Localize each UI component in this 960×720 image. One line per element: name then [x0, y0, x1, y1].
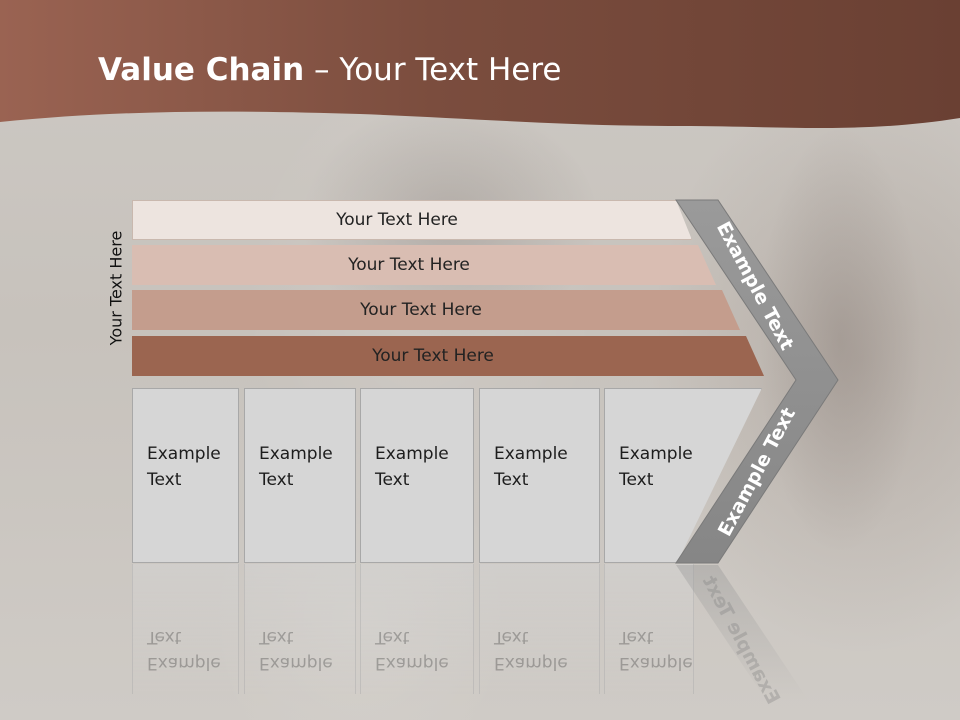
activity-box-1-line1: Example	[147, 444, 221, 464]
activity-box-5-reflection: Example Text	[604, 564, 694, 694]
activity-box-5-line1: Example	[619, 444, 693, 464]
level-bar-1[interactable]: Your Text Here	[132, 200, 692, 240]
title-bold: Value Chain	[98, 52, 305, 88]
level-bar-3[interactable]: Your Text Here	[132, 290, 740, 330]
level-bar-3-label: Your Text Here	[360, 300, 482, 320]
activity-box-3-line1: Example	[375, 444, 449, 464]
activity-box-5-line2: Text	[619, 470, 654, 490]
activity-box-1-line2: Text	[147, 470, 182, 490]
activity-box-3-reflection: Example Text	[360, 564, 474, 694]
vertical-axis-label[interactable]: Your Text Here	[106, 230, 126, 346]
activity-box-4-reflection: Example Text	[479, 564, 600, 694]
activity-box-1[interactable]: Example Text	[132, 388, 239, 563]
activity-box-5[interactable]: Example Text	[604, 388, 762, 563]
activity-box-3[interactable]: Example Text	[360, 388, 474, 563]
level-bar-1-label: Your Text Here	[336, 210, 458, 230]
title-rest: – Your Text Here	[304, 52, 562, 88]
slide-title[interactable]: Value Chain – Your Text Here	[98, 52, 561, 88]
level-bar-4-label: Your Text Here	[372, 346, 494, 366]
level-bar-4[interactable]: Your Text Here	[132, 336, 764, 376]
chevron-label-reflection: Example Text	[697, 572, 785, 708]
activity-box-4-line1: Example	[494, 444, 568, 464]
activity-box-2[interactable]: Example Text	[244, 388, 356, 563]
activity-box-4-line2: Text	[494, 470, 529, 490]
activity-box-3-line2: Text	[375, 470, 410, 490]
level-bar-2-label: Your Text Here	[348, 255, 470, 275]
header-band	[0, 0, 960, 128]
activity-box-2-line2: Text	[259, 470, 294, 490]
activity-box-4[interactable]: Example Text	[479, 388, 600, 563]
level-bar-2[interactable]: Your Text Here	[132, 245, 716, 285]
activity-box-1-reflection: Example Text	[132, 564, 239, 694]
activity-box-2-line1: Example	[259, 444, 333, 464]
activity-box-2-reflection: Example Text	[244, 564, 356, 694]
